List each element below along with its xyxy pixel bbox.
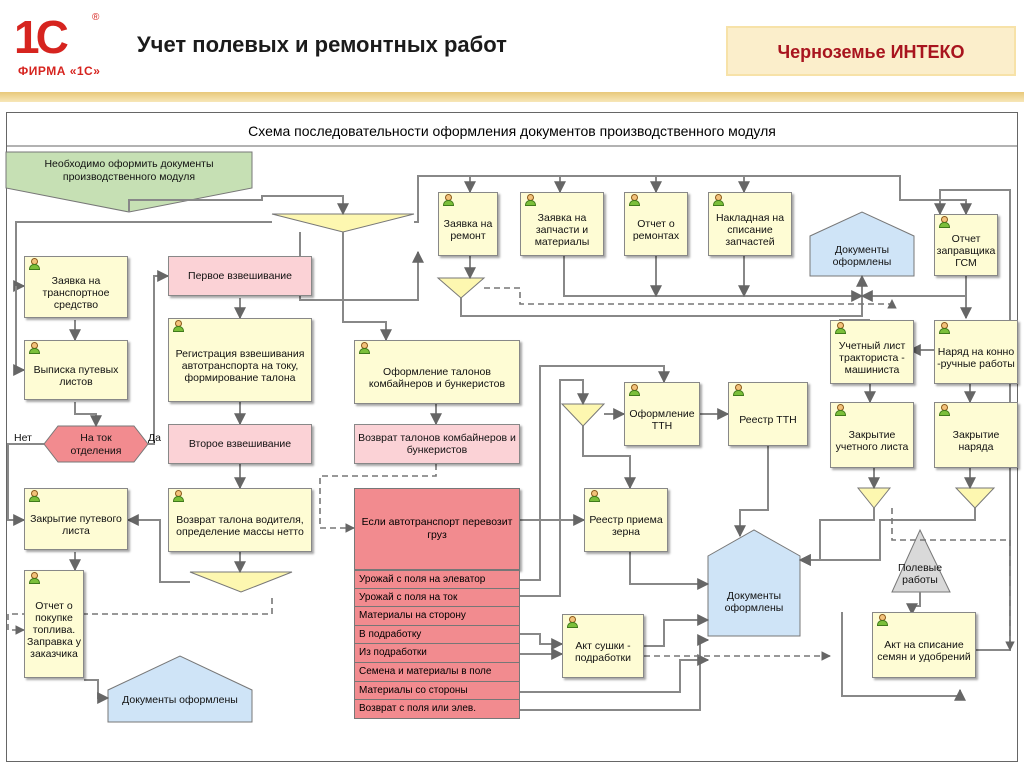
person-icon: [834, 322, 846, 334]
person-icon: [834, 404, 846, 416]
node-zayavka-remont[interactable]: Заявка на ремонт: [438, 192, 498, 256]
node-label: Первое взвешивание: [188, 270, 292, 282]
node-label: Возврат талонов комбайнеров и бункеристо…: [358, 432, 516, 456]
registered-icon: ®: [92, 12, 100, 23]
person-icon: [28, 258, 40, 270]
node-zayavka-ts[interactable]: Заявка на транспортное средство: [24, 256, 128, 318]
person-icon: [358, 342, 370, 354]
node-label: Отчет заправщика ГСМ: [936, 233, 996, 269]
person-icon: [172, 320, 184, 332]
condition-item[interactable]: Семена и материалы в поле: [354, 662, 520, 682]
node-label: Заявка на транспортное средство: [42, 275, 110, 311]
docs-done-bottom: Документы оформлены: [122, 694, 238, 706]
node-label: Акт сушки - подработки: [575, 640, 631, 664]
page-title: Учет полевых и ремонтных работ: [137, 32, 507, 57]
node-label: Заявка на ремонт: [443, 218, 493, 242]
org-badge: Черноземье ИНТЕКО: [726, 26, 1016, 76]
node-pervoe-vzveshivanie[interactable]: Первое взвешивание: [168, 256, 312, 296]
logo-mark: 1С: [14, 11, 69, 63]
node-label: Акт на списание семян и удобрений: [877, 639, 971, 663]
node-registraciya[interactable]: Регистрация взвешивания автотранспорта н…: [168, 318, 312, 402]
person-icon: [938, 322, 950, 334]
person-icon: [28, 342, 40, 354]
person-icon: [588, 490, 600, 502]
decision-no-label: Нет: [14, 432, 32, 444]
node-akt-sushki[interactable]: Акт сушки - подработки: [562, 614, 644, 678]
node-label: Оформление ТТН: [629, 408, 695, 432]
node-nakladnaya[interactable]: Накладная на списание запчастей: [708, 192, 792, 256]
person-icon: [566, 616, 578, 628]
condition-item[interactable]: Материалы со стороны: [354, 681, 520, 701]
condition-item[interactable]: Материалы на сторону: [354, 607, 520, 626]
node-akt-spisanie[interactable]: Акт на списание семян и удобрений: [872, 612, 976, 678]
condition-item[interactable]: В подработку: [354, 625, 520, 645]
header: 1С ® ФИРМА «1С» Учет полевых и ремонтных…: [0, 0, 1024, 96]
decision-yes-label: Да: [148, 432, 161, 444]
node-vtoroe-vzveshivanie[interactable]: Второе взвешивание: [168, 424, 312, 464]
person-icon: [876, 614, 888, 626]
person-icon: [28, 490, 40, 502]
condition-item[interactable]: Урожай с поля на элеватор: [354, 570, 520, 589]
node-label: Второе взвешивание: [188, 438, 292, 450]
logo-text: ФИРМА «1С»: [18, 64, 101, 78]
node-label: Накладная на списание запчастей: [715, 212, 785, 248]
docs-done-center: Документы оформлены: [724, 590, 784, 614]
node-label: Регистрация взвешивания автотранспорта н…: [175, 348, 305, 384]
org-name: Черноземье ИНТЕКО: [777, 42, 965, 62]
node-label: Закрытие путевого листа: [30, 513, 122, 537]
node-otchet-remont[interactable]: Отчет о ремонтах: [624, 192, 688, 256]
person-icon: [732, 384, 744, 396]
node-uchetny-list[interactable]: Учетный лист тракториста - машиниста: [830, 320, 914, 384]
node-otchet-toplivo[interactable]: Отчет о покупке топлива. Заправка у зака…: [24, 570, 84, 678]
field-works-label: Полевые работы: [897, 562, 943, 586]
person-icon: [524, 194, 536, 206]
person-icon: [442, 194, 454, 206]
person-icon: [28, 572, 40, 584]
start-text: Необходимо оформить документы производст…: [44, 158, 214, 183]
condition-item[interactable]: Урожай с поля на ток: [354, 588, 520, 608]
node-vozvrat-talona[interactable]: Возврат талона водителя, определение мас…: [168, 488, 312, 552]
node-label: Учетный лист тракториста - машиниста: [838, 340, 906, 376]
condition-title: Если автотранспорт перевозит груз: [354, 488, 520, 570]
person-icon: [172, 490, 184, 502]
node-zakrytie-ucheta[interactable]: Закрытие учетного листа: [830, 402, 914, 468]
node-label: Отчет о ремонтах: [632, 218, 680, 242]
node-reestr-ttn[interactable]: Реестр ТТН: [728, 382, 808, 446]
node-zakrytie-naryada[interactable]: Закрытие наряда: [934, 402, 1018, 468]
header-band: [0, 92, 1024, 102]
node-label: Закрытие наряда: [952, 429, 1000, 453]
diagram-title: Схема последовательности оформления доку…: [248, 123, 776, 139]
person-icon: [938, 216, 950, 228]
node-label: Оформление талонов комбайнеров и бункери…: [368, 366, 506, 390]
person-icon: [938, 404, 950, 416]
node-vozvrat-talonov[interactable]: Возврат талонов комбайнеров и бункеристо…: [354, 424, 520, 464]
logo-1c: 1С ® ФИРМА «1С»: [6, 10, 116, 82]
condition-item[interactable]: Возврат с поля или элев.: [354, 700, 520, 719]
node-label: Заявка на запчасти и материалы: [534, 212, 590, 248]
node-otchet-gsm[interactable]: Отчет заправщика ГСМ: [934, 214, 998, 276]
person-icon: [628, 384, 640, 396]
condition-item[interactable]: Из подработки: [354, 644, 520, 663]
node-oformlenie-talonov[interactable]: Оформление талонов комбайнеров и бункери…: [354, 340, 520, 404]
node-zakrytie-put[interactable]: Закрытие путевого листа: [24, 488, 128, 550]
node-vypiska[interactable]: Выписка путевых листов: [24, 340, 128, 400]
node-label: Закрытие учетного листа: [835, 429, 909, 453]
person-icon: [628, 194, 640, 206]
node-label: Возврат талона водителя, определение мас…: [176, 514, 304, 538]
node-label: Отчет о покупке топлива. Заправка у зака…: [27, 600, 81, 660]
node-label: Наряд на конно -ручные работы: [937, 346, 1015, 370]
docs-done-top: Документы оформлены: [832, 244, 892, 268]
node-naryad[interactable]: Наряд на конно -ручные работы: [934, 320, 1018, 384]
node-label: Реестр приема зерна: [589, 514, 663, 538]
node-reestr-zerna[interactable]: Реестр приема зерна: [584, 488, 668, 552]
decision-label: На ток отделения: [70, 432, 122, 457]
node-label: Выписка путевых листов: [33, 364, 119, 388]
person-icon: [712, 194, 724, 206]
node-oformlenie-ttn[interactable]: Оформление ТТН: [624, 382, 700, 446]
start-block: Необходимо оформить документы производст…: [6, 152, 252, 212]
node-label: Реестр ТТН: [739, 414, 797, 426]
node-zayavka-zapchasti[interactable]: Заявка на запчасти и материалы: [520, 192, 604, 256]
